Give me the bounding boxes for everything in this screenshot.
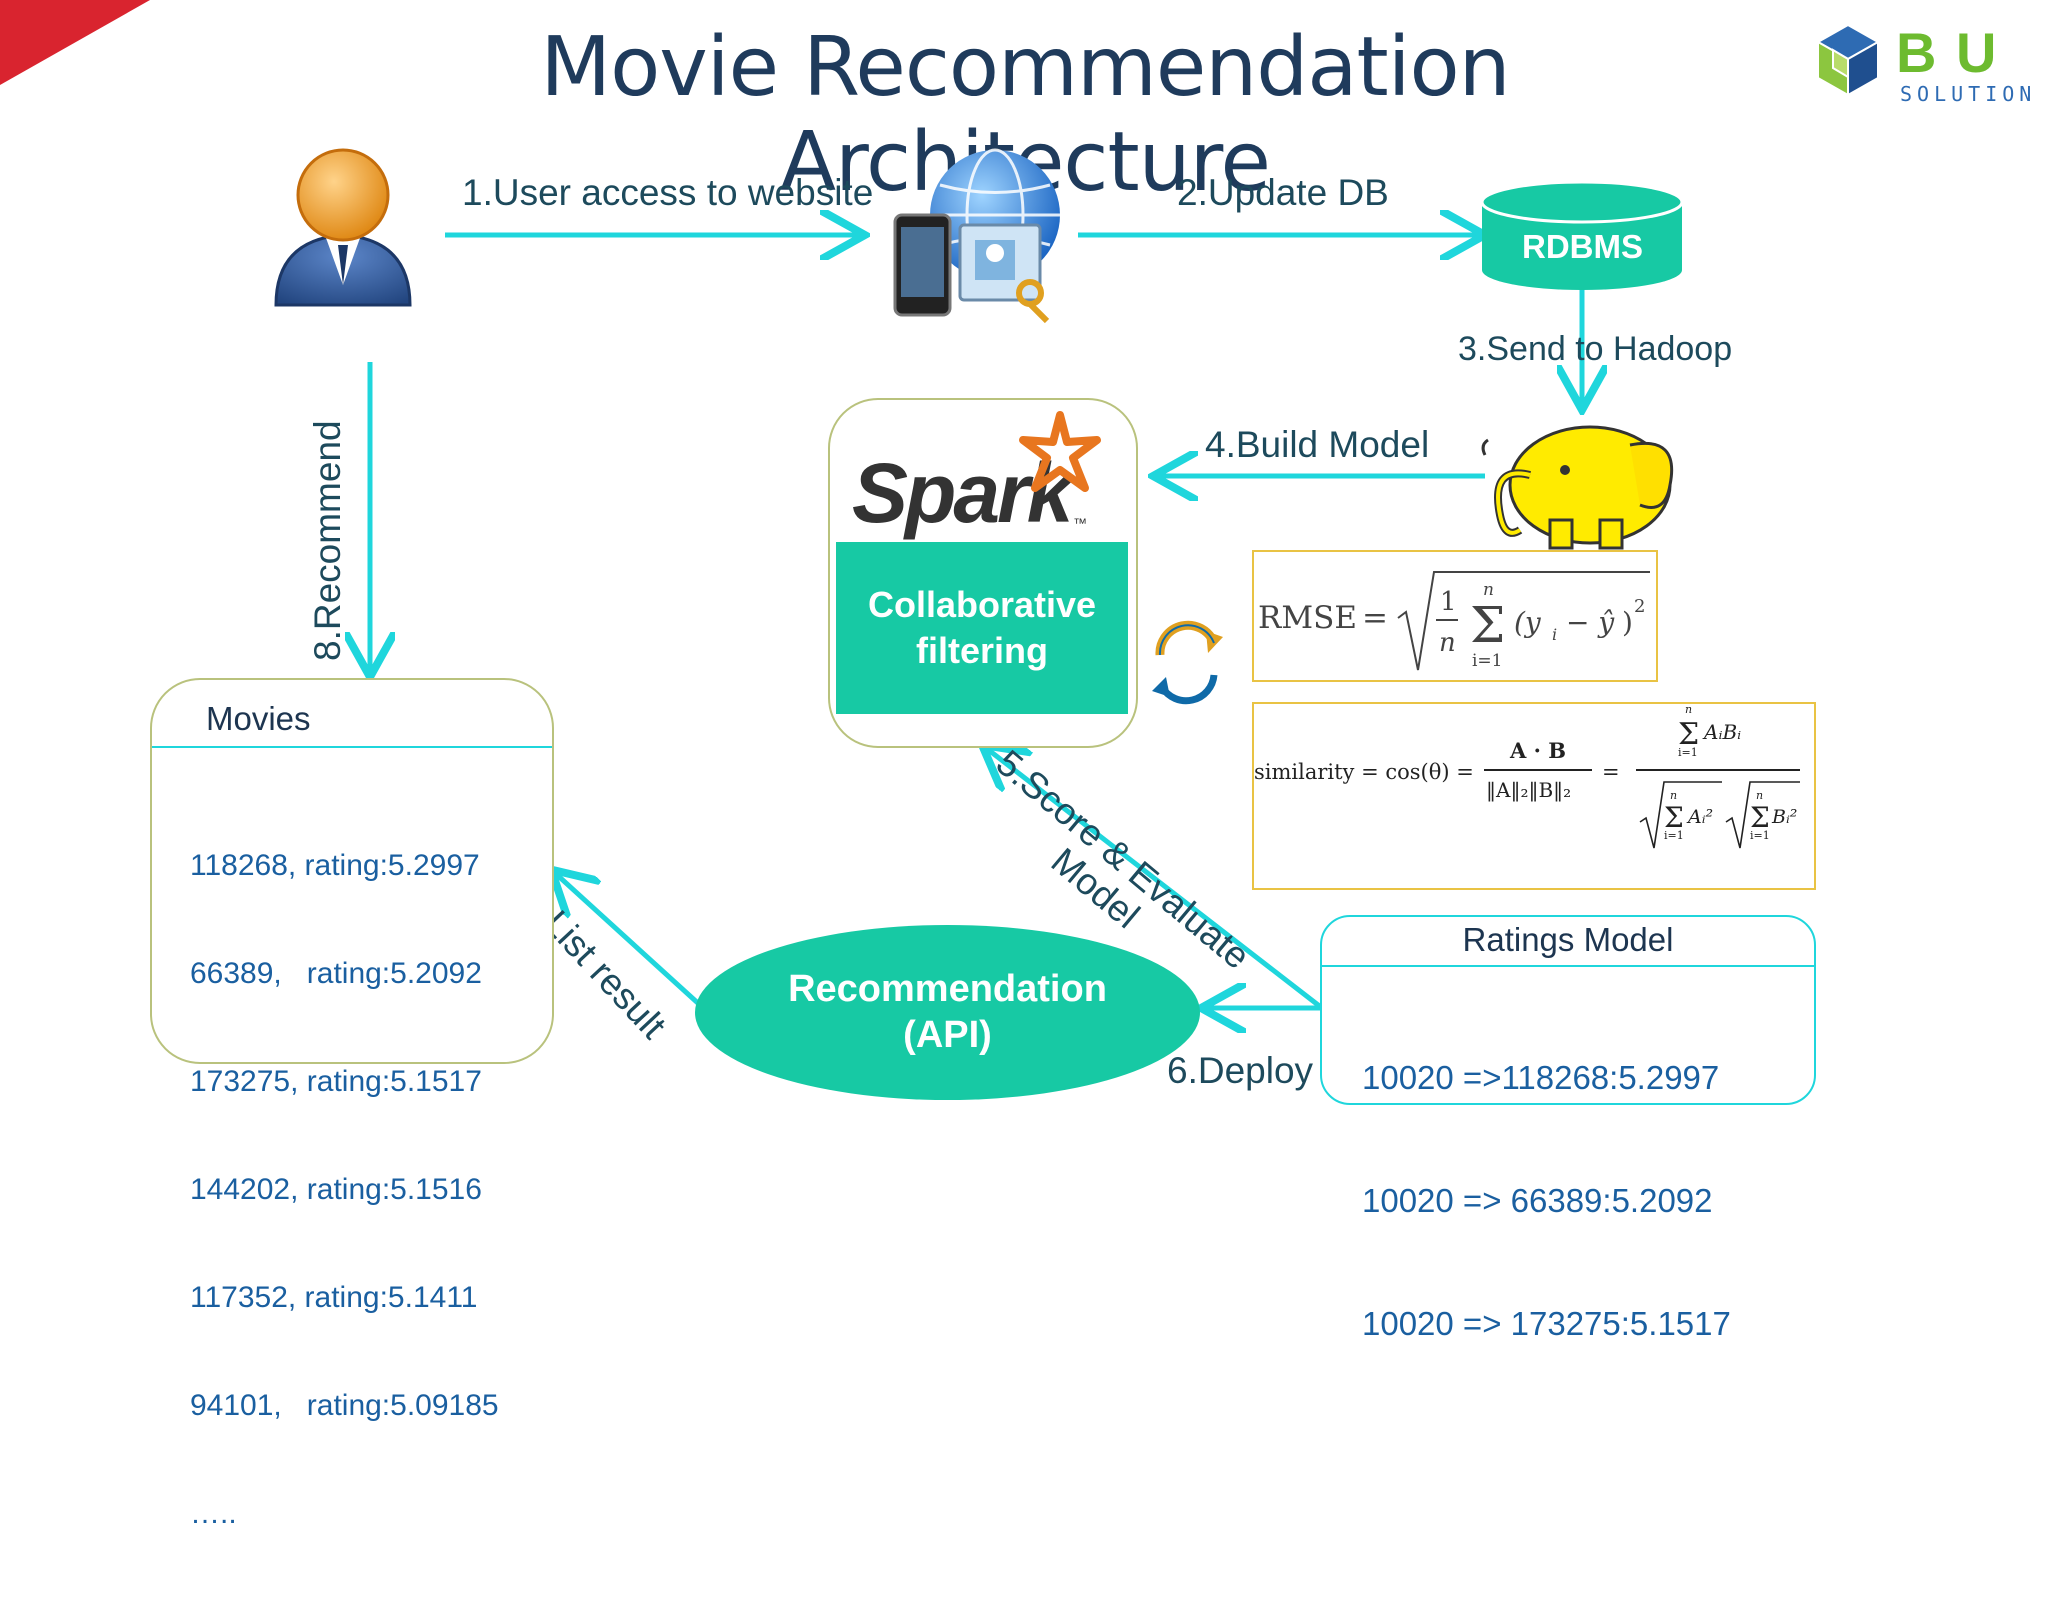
movie-row: 117352, rating:5.1411	[190, 1281, 478, 1314]
corner-accent	[0, 0, 150, 85]
recommendation-api-node: Recommendation (API)	[695, 925, 1200, 1100]
cosine-formula: similarity = cos(θ) = A · B ‖A‖₂‖B‖₂ = n…	[1254, 703, 1800, 849]
label-step8: 8.Recommend	[307, 420, 348, 661]
cos-n-top: n	[1685, 703, 1692, 716]
movies-title: Movies	[206, 700, 311, 737]
movie-row: 94101, rating:5.09185	[190, 1389, 499, 1422]
rdbms-label: RDBMS	[1522, 228, 1643, 265]
ratings-list: 10020 =>118268:5.2997 10020 => 66389:5.2…	[1362, 975, 1731, 1426]
collab-line2: filtering	[916, 630, 1048, 671]
ratings-divider	[1322, 965, 1814, 967]
cos-i1-a: i=1	[1664, 829, 1684, 842]
rmse-formula: RMSE = 1 n n Σ i=1 (y i − ŷ ) 2	[1258, 571, 1650, 671]
rmse-sum-bot: i=1	[1472, 651, 1503, 671]
collaborative-filtering-label: Collaborative filtering	[836, 542, 1128, 714]
cos-num: A · B	[1509, 738, 1566, 763]
label-step1: 1.User access to website	[462, 172, 874, 213]
label-step4: 4.Build Model	[1205, 424, 1430, 465]
cos-den2b: Bᵢ²	[1771, 806, 1797, 828]
rmse-sum-top: n	[1483, 580, 1494, 600]
spark-star-icon	[1019, 411, 1101, 492]
rmse-term: (y	[1514, 606, 1542, 639]
rdbms-database-icon	[1480, 180, 1684, 290]
spark-logo-text: Spark	[852, 446, 1073, 540]
cos-num2: AᵢBᵢ	[1702, 720, 1741, 744]
rating-row: 10020 =>118268:5.2997	[1362, 1059, 1720, 1096]
movie-row: 144202, rating:5.1516	[190, 1173, 482, 1206]
cos-eq2: =	[1602, 760, 1620, 784]
rmse-minus: − ŷ	[1566, 606, 1615, 639]
collab-line1: Collaborative	[867, 584, 1097, 625]
ratings-model-title: Ratings Model	[1462, 921, 1674, 958]
cos-i1-b: i=1	[1750, 829, 1770, 842]
movie-row: 173275, rating:5.1517	[190, 1065, 482, 1098]
rmse-close: )	[1622, 606, 1633, 639]
movies-divider	[152, 746, 552, 748]
hadoop-elephant-icon	[1481, 425, 1674, 550]
rmse-n: n	[1439, 628, 1456, 658]
logo-subtext: SOLUTION	[1900, 82, 2037, 106]
rating-row: 10020 => 173275:5.1517	[1362, 1305, 1731, 1342]
rmse-sq: 2	[1634, 596, 1645, 617]
spark-tm: ™	[1073, 515, 1087, 531]
svg-text:Σ: Σ	[1750, 801, 1770, 834]
cosine-formula-box	[1252, 702, 1816, 890]
label-step6: 6.Deploy	[1167, 1050, 1314, 1091]
svg-text:Σ: Σ	[1470, 596, 1505, 654]
cos-den2a: Aᵢ²	[1686, 806, 1713, 828]
user-icon	[274, 148, 412, 307]
logo-cube-icon	[1815, 23, 1881, 97]
logo-text: B U	[1896, 21, 1999, 84]
website-icon	[893, 148, 1060, 324]
label-step3: 3.Send to Hadoop	[1458, 330, 1733, 368]
movies-list: 118268, rating:5.2997 66389, rating:5.20…	[190, 776, 499, 1604]
recommendation-line1: Recommendation	[788, 968, 1107, 1010]
label-step2: 2.Update DB	[1177, 172, 1389, 213]
movie-row: 118268, rating:5.2997	[190, 849, 480, 882]
rmse-formula-box	[1252, 550, 1658, 682]
arrow-step5	[986, 748, 1324, 1010]
rmse-sub: i	[1552, 625, 1557, 644]
cos-den: ‖A‖₂‖B‖₂	[1486, 778, 1571, 803]
rmse-one: 1	[1440, 587, 1457, 617]
movie-row: …..	[190, 1497, 237, 1530]
company-logo: B U SOLUTION	[1808, 20, 2038, 110]
rating-row: 10020 => 66389:5.2092	[1362, 1182, 1713, 1219]
svg-text:Σ: Σ	[1678, 717, 1699, 752]
flow-arrows	[0, 0, 2048, 1152]
rmse-lhs: RMSE	[1258, 600, 1357, 636]
arrow-step7	[555, 873, 702, 1007]
cos-lhs: similarity = cos(θ) =	[1254, 760, 1474, 784]
cos-n-a: n	[1670, 789, 1677, 802]
svg-text:Σ: Σ	[1664, 801, 1684, 834]
movies-box: Movies 118268, rating:5.2997 66389, rati…	[150, 678, 554, 1530]
movie-row: 66389, rating:5.2092	[190, 957, 482, 990]
ratings-model-box: Ratings Model 10020 =>118268:5.2997 1002…	[1320, 915, 1816, 1342]
recommendation-line2: (API)	[903, 1014, 992, 1056]
rmse-eq: =	[1362, 600, 1388, 636]
cos-i1-top: i=1	[1678, 746, 1698, 759]
cos-n-b: n	[1756, 789, 1763, 802]
refresh-cycle-icon	[1152, 620, 1223, 705]
